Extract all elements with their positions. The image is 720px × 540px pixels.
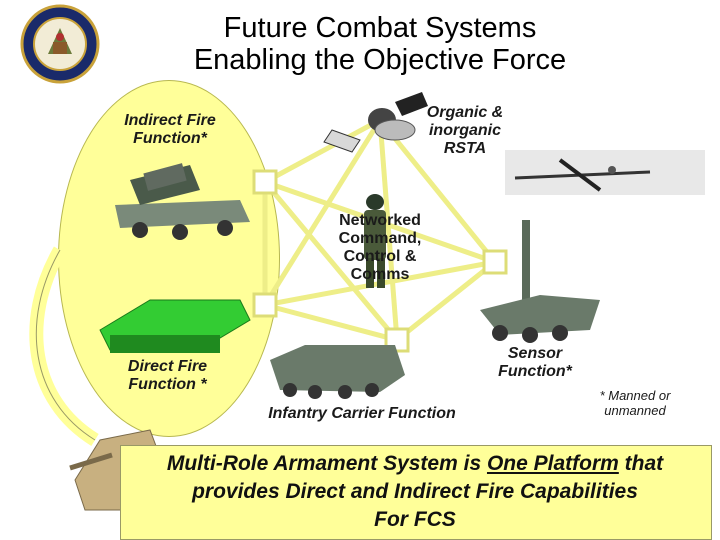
manned-note: * Manned or unmanned (599, 388, 671, 418)
banner-box (120, 445, 712, 540)
network-nodes (252, 169, 508, 353)
rsta-label: Organic & inorganic RSTA (426, 104, 504, 157)
satellite-icon (323, 92, 428, 153)
fire-functions-oval (58, 80, 280, 437)
c4-label: Networked Command, Control & Comms (338, 212, 422, 283)
indirect-fire-label: Indirect Fire Function* (124, 112, 216, 147)
army-seal-icon (20, 4, 100, 84)
sensor-label: Sensor Function* (498, 345, 572, 380)
direct-fire-label: Direct Fire Function * (127, 358, 208, 393)
green-tank-icon (99, 299, 251, 353)
rocket-launcher-vehicle-icon (115, 163, 250, 240)
soldier-icon (364, 194, 386, 288)
infantry-carrier-label: Infantry Carrier Function (268, 405, 456, 422)
title-line-2: Enabling the Objective Force (193, 44, 567, 76)
curved-arrow (29, 246, 99, 446)
sensor-mast-vehicle-icon (480, 220, 600, 343)
infantry-carrier-icon (270, 345, 405, 399)
title-line-1: Future Combat Systems (223, 12, 537, 44)
uav-icon (505, 150, 705, 195)
banner-text: Multi-Role Armament System is One Platfo… (166, 452, 664, 531)
